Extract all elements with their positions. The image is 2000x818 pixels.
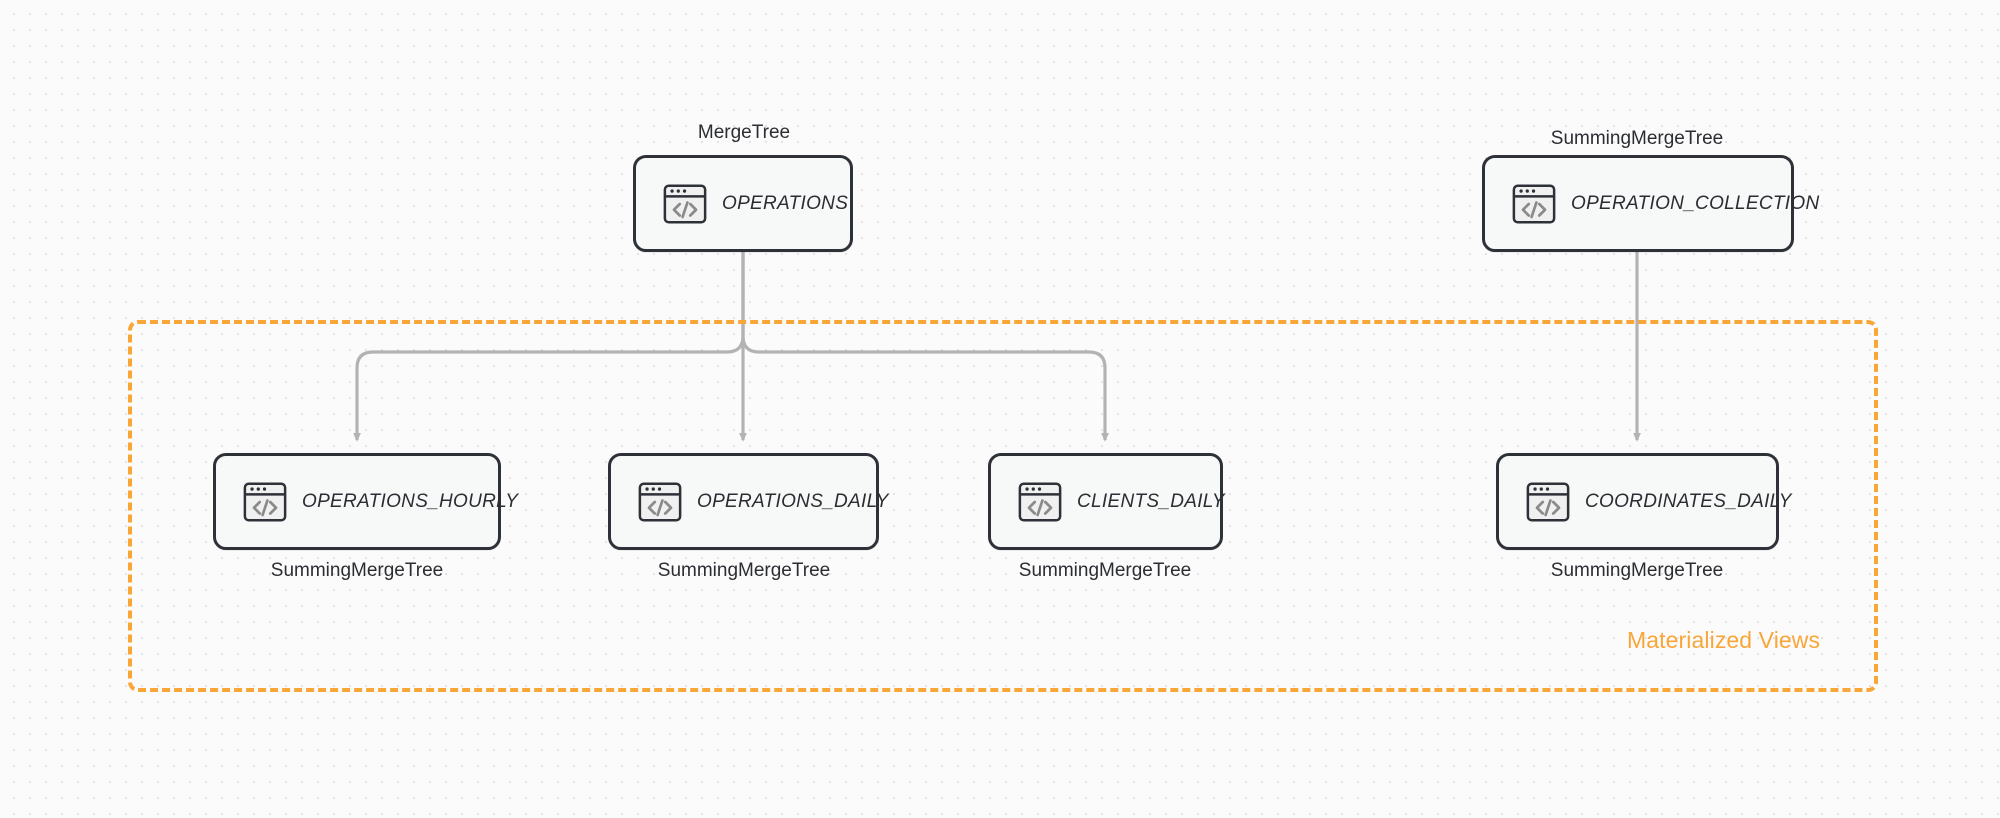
node-clients-daily[interactable]: CLIENTS_DAILY — [988, 453, 1225, 550]
node-coordinates-daily[interactable]: COORDINATES_DAILY — [1496, 453, 1791, 550]
code-window-icon — [1018, 482, 1062, 521]
node-operations[interactable]: OPERATIONS — [633, 155, 853, 252]
materialized-views-group[interactable] — [128, 320, 1878, 692]
node-label: COORDINATES_DAILY — [1585, 490, 1792, 512]
node-label: OPERATIONS_HOURLY — [302, 490, 519, 512]
engine-caption-operations-hourly: SummingMergeTree — [270, 560, 444, 581]
code-window-icon — [1512, 184, 1556, 223]
node-operations-hourly[interactable]: OPERATIONS_HOURLY — [213, 453, 518, 550]
node-label: OPERATIONS_DAILY — [697, 490, 889, 512]
engine-caption-operations: MergeTree — [697, 122, 791, 143]
engine-caption-operations-daily: SummingMergeTree — [657, 560, 831, 581]
code-window-icon — [1526, 482, 1570, 521]
code-window-icon — [243, 482, 287, 521]
node-label: CLIENTS_DAILY — [1077, 490, 1225, 512]
code-window-icon — [638, 482, 682, 521]
materialized-views-group-label: Materialized Views — [1627, 627, 1821, 653]
engine-caption-coordinates-daily: SummingMergeTree — [1550, 560, 1724, 581]
engine-caption-clients-daily: SummingMergeTree — [1018, 560, 1192, 581]
engine-caption-operation-collection: SummingMergeTree — [1550, 128, 1724, 149]
node-label: OPERATIONS — [722, 192, 849, 214]
code-window-icon — [663, 184, 707, 223]
node-operations-daily[interactable]: OPERATIONS_DAILY — [608, 453, 888, 550]
node-operation-collection[interactable]: OPERATION_COLLECTION — [1482, 155, 1819, 252]
node-label: OPERATION_COLLECTION — [1571, 192, 1820, 214]
